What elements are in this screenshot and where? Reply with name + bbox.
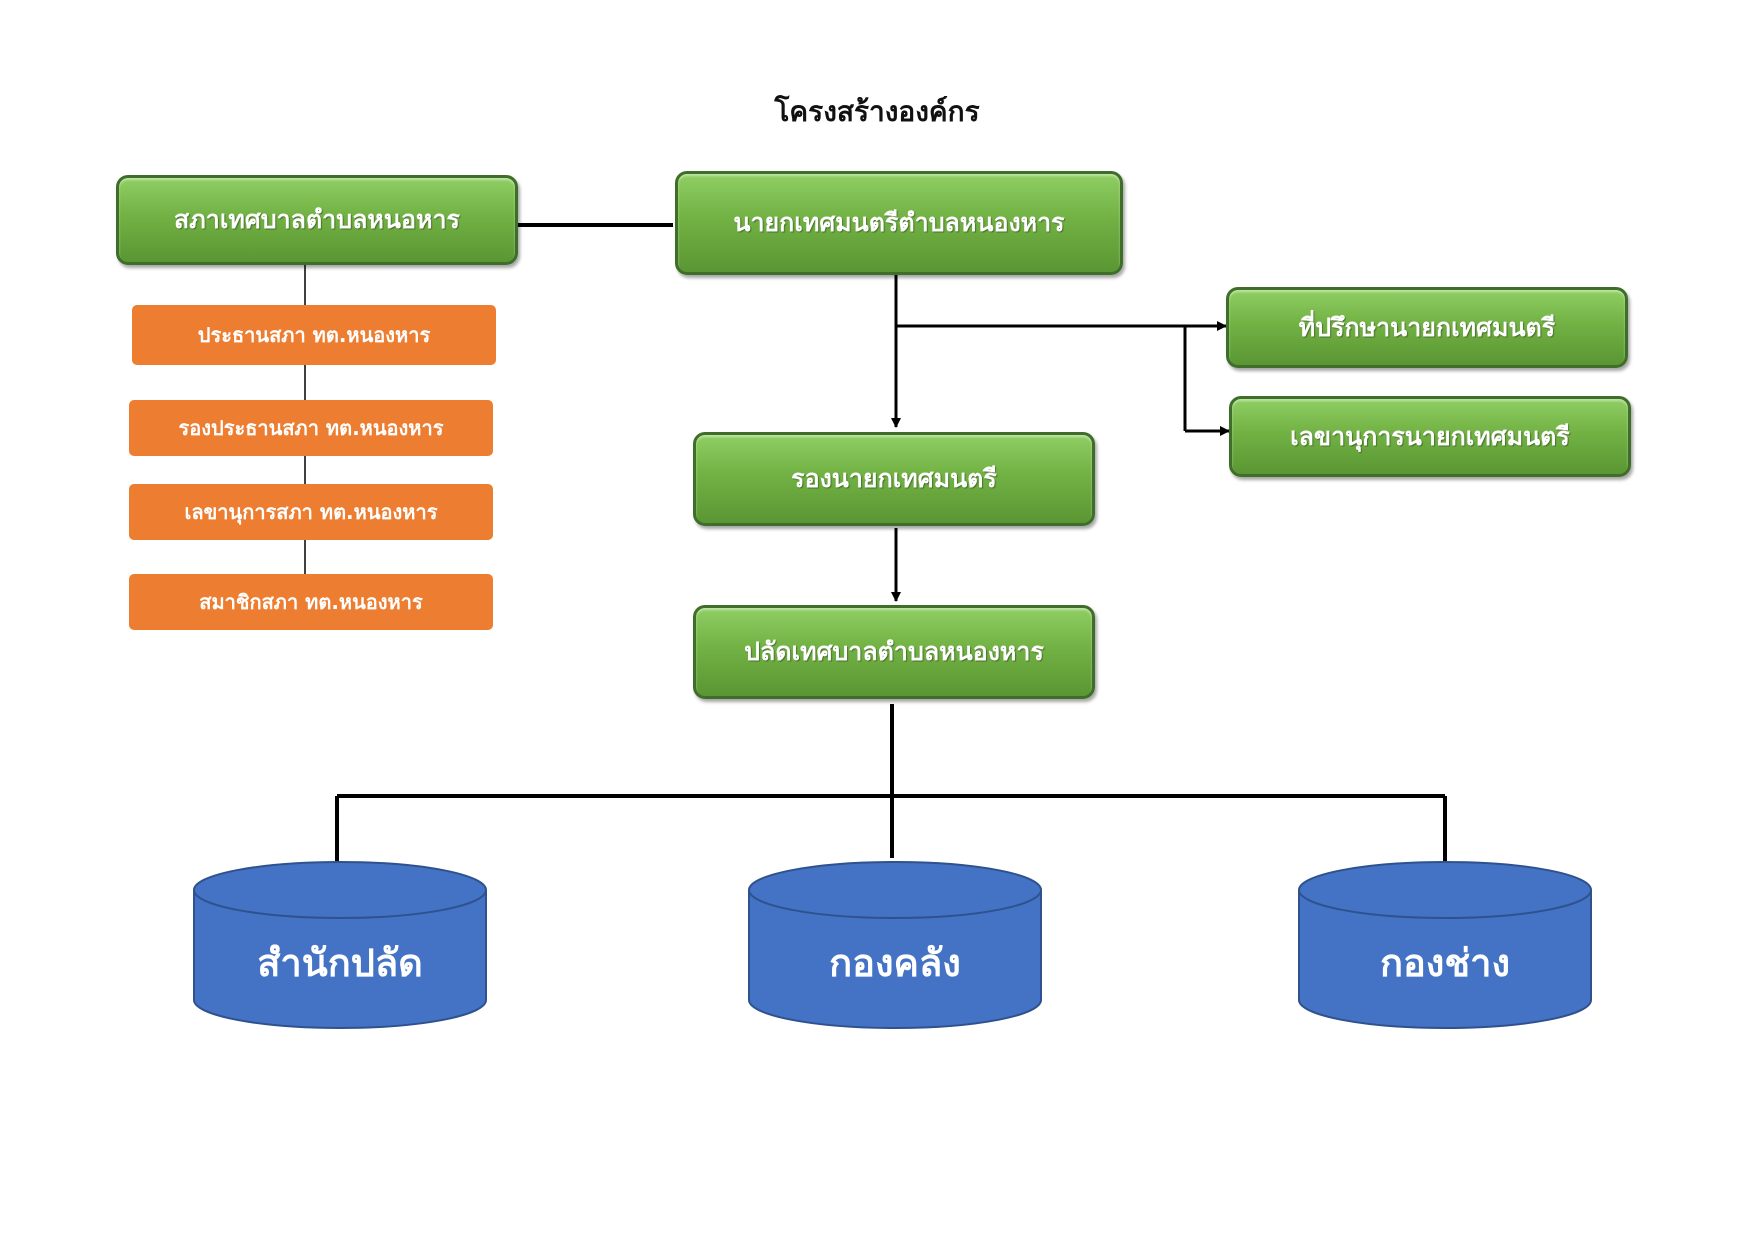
advisor-box-2: เลขานุการนายกเทศมนตรี [1229, 396, 1631, 477]
department-label-1: สำนักปลัด [257, 941, 423, 985]
department-label-3: กองช่าง [1379, 941, 1511, 985]
deputy-mayor-label: รองนายกเทศมนตรี [791, 464, 997, 493]
chart-title: โครงสร้างองค์กร [774, 95, 980, 128]
advisor-box-1: ที่ปรึกษานายกเทศมนตรี [1226, 287, 1628, 368]
clerk-label: ปลัดเทศบาลตำบลหนองหาร [744, 637, 1044, 666]
council-member-label: สมาชิกสภา ทต.หนองหาร [199, 590, 423, 614]
clerk-box: ปลัดเทศบาลตำบลหนองหาร [693, 605, 1095, 699]
mayor-box: นายกเทศมนตรีตำบลหนองหาร [675, 171, 1123, 275]
council-member-label: รองประธานสภา ทต.หนองหาร [178, 416, 444, 440]
department-cylinder-1 [193, 861, 487, 1029]
council-member-label: ประธานสภา ทต.หนองหาร [197, 323, 431, 347]
council-member-box-4: สมาชิกสภา ทต.หนองหาร [129, 574, 493, 630]
deputy-mayor-box: รองนายกเทศมนตรี [693, 432, 1095, 526]
department-cylinder-2 [748, 861, 1042, 1029]
department-label-2: กองคลัง [829, 941, 961, 985]
council-label: สภาเทศบาลตำบลหนอหาร [174, 205, 460, 234]
council-member-label: เลขานุการสภา ทต.หนองหาร [184, 500, 438, 524]
council-member-box-1: ประธานสภา ทต.หนองหาร [132, 305, 496, 365]
council-box: สภาเทศบาลตำบลหนอหาร [116, 175, 518, 265]
council-member-box-3: เลขานุการสภา ทต.หนองหาร [129, 484, 493, 540]
council-member-box-2: รองประธานสภา ทต.หนองหาร [129, 400, 493, 456]
advisor-label: ที่ปรึกษานายกเทศมนตรี [1298, 312, 1556, 342]
advisor-label: เลขานุการนายกเทศมนตรี [1290, 421, 1570, 451]
department-cylinder-3 [1298, 861, 1592, 1029]
mayor-label: นายกเทศมนตรีตำบลหนองหาร [733, 208, 1065, 237]
